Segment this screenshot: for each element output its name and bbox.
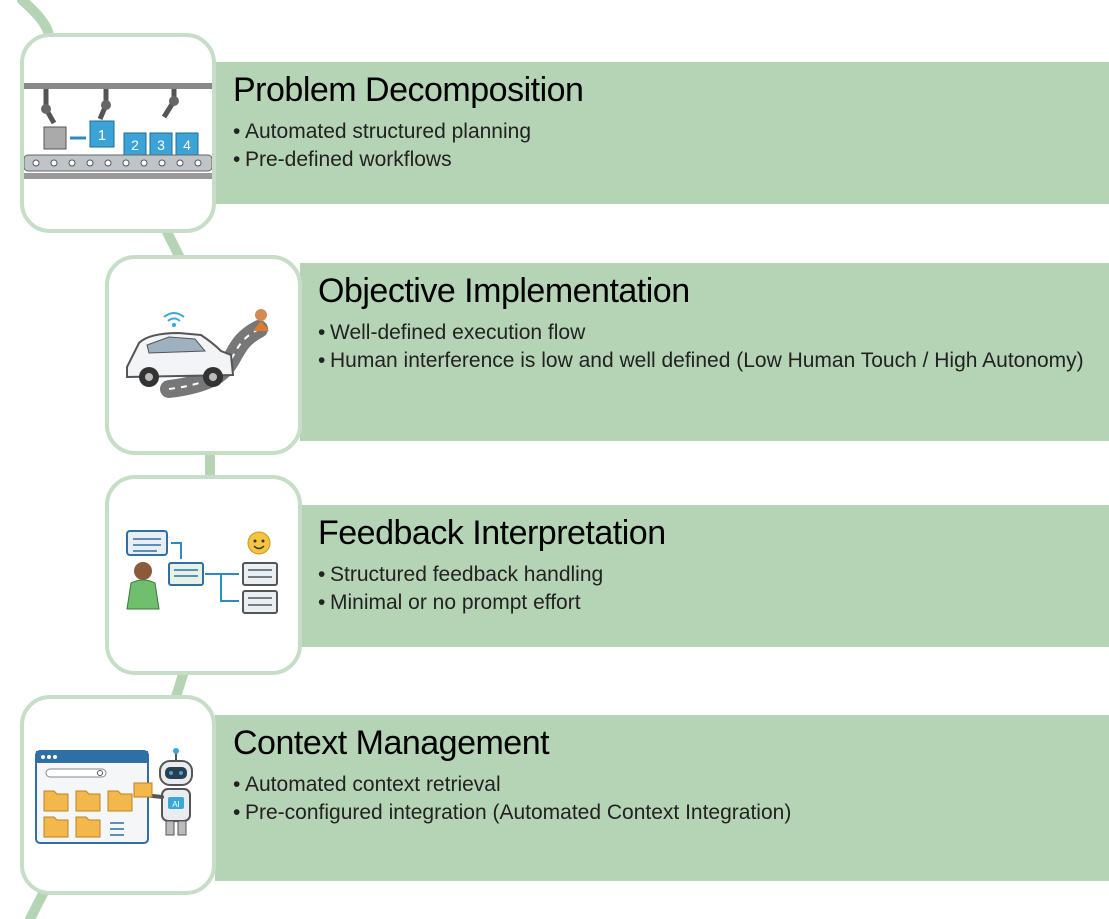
stage-node-context-management: AI — [20, 695, 216, 895]
robot-assembly-line-icon: 1 2 3 4 — [24, 83, 212, 179]
ai-robot-folders-icon: AI — [35, 748, 193, 844]
box-number: 3 — [157, 137, 165, 153]
bullet-item: Automated structured planning — [233, 118, 1109, 146]
stage-title: Objective Implementation — [318, 272, 690, 310]
stage-node-problem-decomposition: 1 2 3 4 — [20, 33, 216, 233]
bullet-item: Well-defined execution flow — [318, 319, 1098, 347]
bullet-item: Minimal or no prompt effort — [318, 589, 1109, 617]
box-number: 4 — [183, 137, 191, 153]
smiley-icon — [247, 531, 271, 555]
bullet-item: Pre-configured integration (Automated Co… — [233, 799, 1109, 827]
feedback-flow-icon — [126, 530, 278, 614]
stage-node-objective-implementation — [105, 255, 302, 455]
stage-panel-problem-decomposition: Problem Decomposition Automated structur… — [215, 62, 1109, 204]
stage-panel-objective-implementation: Objective Implementation Well-defined ex… — [300, 263, 1109, 441]
stage-bullets: Structured feedback handling Minimal or … — [318, 561, 1109, 617]
stage-bullets: Automated structured planning Pre-define… — [233, 118, 1109, 174]
bullet-item: Automated context retrieval — [233, 771, 1109, 799]
bullet-item: Structured feedback handling — [318, 561, 1109, 589]
box-number: 1 — [98, 127, 106, 144]
stage-bullets: Well-defined execution flow Human interf… — [318, 319, 1098, 375]
robot-badge: AI — [172, 800, 180, 809]
stage-node-feedback-interpretation — [105, 475, 302, 675]
stage-bullets: Automated context retrieval Pre-configur… — [233, 771, 1109, 827]
bullet-item: Pre-defined workflows — [233, 146, 1109, 174]
stage-title: Feedback Interpretation — [318, 514, 666, 552]
robot-icon: AI — [133, 748, 193, 836]
stage-title: Problem Decomposition — [233, 71, 584, 109]
stage-panel-feedback-interpretation: Feedback Interpretation Structured feedb… — [300, 505, 1109, 647]
bullet-item: Human interference is low and well defin… — [318, 347, 1098, 375]
wifi-icon — [163, 312, 185, 322]
stage-title: Context Management — [233, 724, 550, 762]
stage-panel-context-management: Context Management Automated context ret… — [215, 715, 1109, 881]
autonomous-car-icon — [126, 309, 269, 398]
box-number: 2 — [131, 137, 139, 153]
